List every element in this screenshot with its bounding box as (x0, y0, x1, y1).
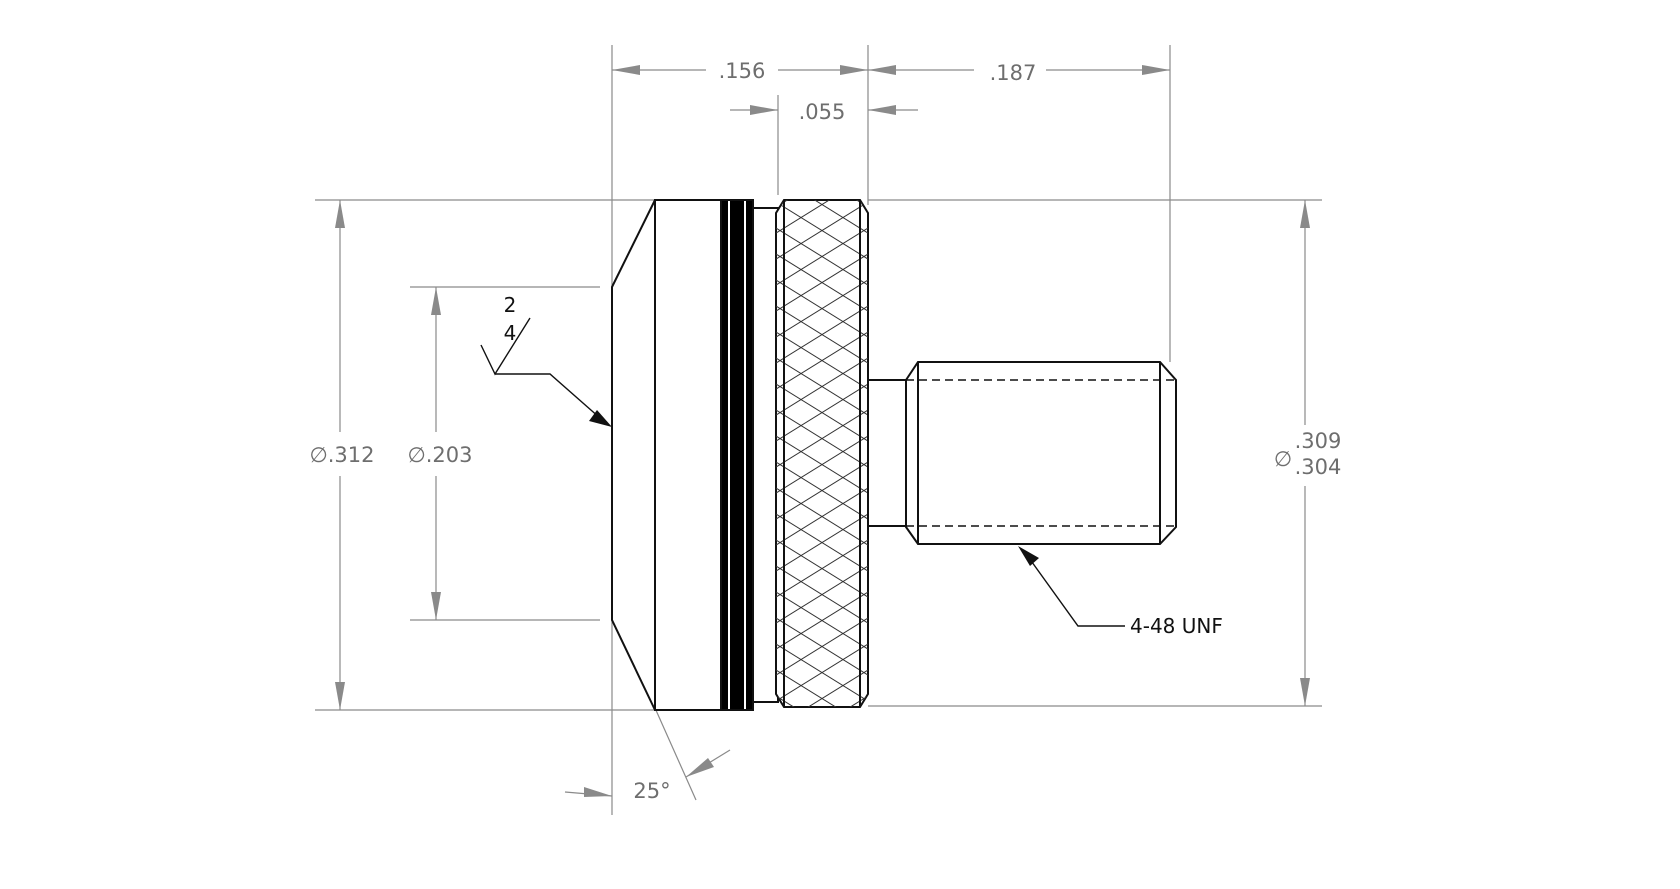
dim-text-angle-25: 25° (633, 779, 670, 803)
knurl-line (776, 201, 868, 260)
dim-text-309: .309 (1295, 429, 1342, 453)
knurl-line (776, 513, 868, 572)
knurl-line (776, 487, 868, 546)
knurl-line (776, 539, 868, 598)
thread-callout-text: 4-48 UNF (1130, 614, 1223, 638)
threaded-shaft (905, 361, 1177, 545)
surface-finish-top-value: 2 (504, 293, 517, 317)
knurl-line (776, 357, 868, 416)
knurl-line (776, 279, 868, 338)
knurl-line (776, 695, 868, 707)
dim-text-187: .187 (990, 61, 1037, 85)
knurl-line (776, 409, 868, 468)
knurl-line (776, 124, 868, 181)
knurl-line (776, 227, 868, 286)
knurl-line (776, 722, 868, 779)
surface-finish-symbol: 2 4 (480, 293, 612, 427)
knurl-line (776, 643, 868, 702)
knurl-line (776, 774, 868, 831)
dia-symbol: ∅ (1274, 447, 1292, 471)
head-profile (611, 199, 656, 711)
dim-text-304: .304 (1295, 455, 1342, 479)
knurl-line (776, 748, 868, 805)
surface-finish-bottom-value: 4 (504, 321, 517, 345)
neck-section (752, 207, 779, 703)
knurl-line (776, 695, 868, 707)
knurl-line (776, 461, 868, 520)
knurl-line (776, 565, 868, 624)
knurl-line (776, 124, 868, 181)
dim-text-055: .055 (799, 100, 846, 124)
knurl-line (776, 253, 868, 312)
knurl-pattern (776, 124, 868, 857)
dim-text-dia-312: ∅.312 (309, 443, 374, 467)
groove-band (720, 199, 754, 711)
knurl-line (776, 800, 868, 857)
knurl-line (776, 331, 868, 390)
knurl-line (776, 722, 868, 779)
dim-text-156: .156 (719, 59, 766, 83)
head-body (654, 199, 722, 711)
thread-callout: 4-48 UNF (1018, 546, 1223, 638)
knurl-line (776, 669, 868, 707)
knurl-line (776, 774, 868, 831)
extension-lines (315, 45, 1322, 815)
knurl-line (776, 748, 868, 805)
knurl-line (776, 200, 868, 234)
dimension-187: .187 (868, 61, 1170, 85)
dimension-dia-312: ∅.312 (309, 200, 375, 710)
knurl-line (776, 383, 868, 442)
dimension-156: .156 (612, 59, 868, 83)
knurl-line (776, 200, 868, 208)
knurl-line (776, 591, 868, 650)
knurl-line (776, 617, 868, 676)
knurl-line (776, 200, 868, 208)
part-outline (611, 124, 1177, 857)
dimension-angle-25: 25° (564, 749, 731, 803)
dimension-055: .055 (730, 100, 918, 124)
knurl-line (776, 435, 868, 494)
knurl-line (776, 800, 868, 857)
shaft-relief (867, 379, 907, 527)
knurl-line (776, 305, 868, 364)
dimension-dia-203: ∅.203 (407, 287, 473, 620)
dimension-dia-309-304: ∅ .309 .304 (1274, 200, 1342, 706)
dim-text-dia-203: ∅.203 (407, 443, 472, 467)
